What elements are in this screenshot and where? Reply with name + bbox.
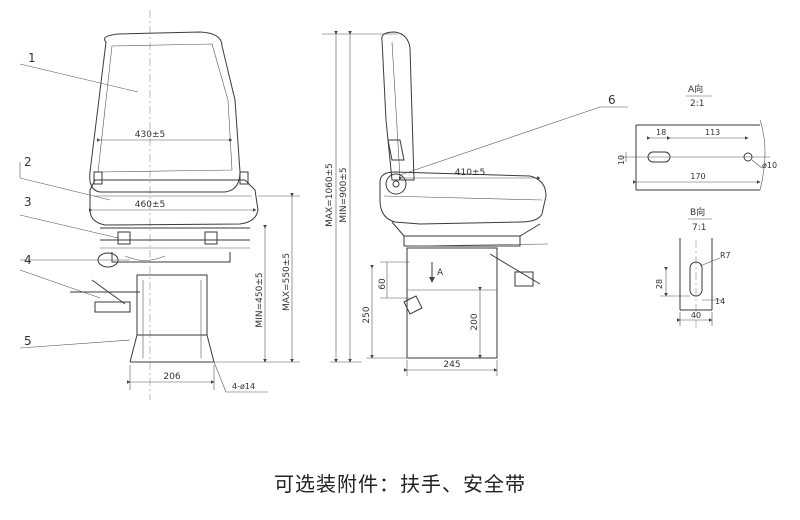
callout-3: 3: [24, 195, 32, 209]
dim-back-width: 430±5: [135, 130, 165, 140]
dim-depth: 410±5: [455, 168, 485, 178]
dim-a-170: 170: [690, 172, 705, 181]
dim-base-depth: 200: [470, 313, 480, 330]
dim-max-total: MAX=1060±5: [325, 163, 335, 227]
dim-a-hole: ø10: [762, 161, 777, 170]
backrest-outline: [89, 31, 241, 193]
detail-b-scale: 7:1: [692, 223, 706, 233]
dim-a-18: 18: [656, 128, 666, 137]
dim-b-40: 40: [691, 311, 701, 320]
dim-b-r7: R7: [720, 251, 731, 260]
view-mark-a: A: [437, 268, 444, 278]
dim-b-14: 14: [715, 297, 725, 306]
dim-base-length: 245: [443, 360, 460, 370]
accessories-caption: 可选装附件：扶手、安全带: [274, 472, 526, 496]
callout-1: 1: [28, 51, 36, 65]
dim-slide: 60: [378, 278, 388, 290]
detail-a: A向 2:1 18 113 10 ø10 170: [617, 83, 777, 191]
seat-cushion-outline: [89, 179, 259, 226]
dim-min-height: MIN=450±5: [255, 272, 265, 327]
dim-base-width: 206: [163, 372, 180, 382]
dim-seat-width: 460±5: [135, 200, 165, 210]
callout-6: 6: [608, 93, 616, 107]
riser-base: [136, 274, 208, 336]
detail-a-scale: 2:1: [690, 99, 704, 109]
dim-holes: 4-ø14: [232, 382, 255, 391]
side-backrest-outline: [381, 31, 415, 181]
dim-b-28: 28: [655, 279, 664, 289]
dim-a-113: 113: [705, 128, 720, 137]
dim-max-height: MAX=550±5: [282, 253, 292, 311]
dim-min-total: MIN=900±5: [339, 167, 349, 222]
dim-a-10: 10: [617, 155, 626, 165]
detail-a-title: A向: [688, 83, 703, 95]
side-cushion-outline: [379, 171, 547, 225]
side-riser-base: [406, 247, 498, 359]
detail-b: B向 7:1 R7 28 14 40: [655, 206, 731, 330]
front-view: 1 2 3 4 5 430±5 460±5 MIN=450±5 MAX=550±…: [19, 10, 300, 400]
dim-base-height: 250: [362, 306, 372, 323]
side-view: MAX=1060±5 MIN=900±5 60 A 25: [322, 31, 628, 376]
detail-b-title: B向: [690, 206, 705, 218]
callout-5: 5: [24, 334, 32, 348]
callout-2: 2: [24, 155, 32, 169]
callout-4: 4: [24, 253, 32, 267]
